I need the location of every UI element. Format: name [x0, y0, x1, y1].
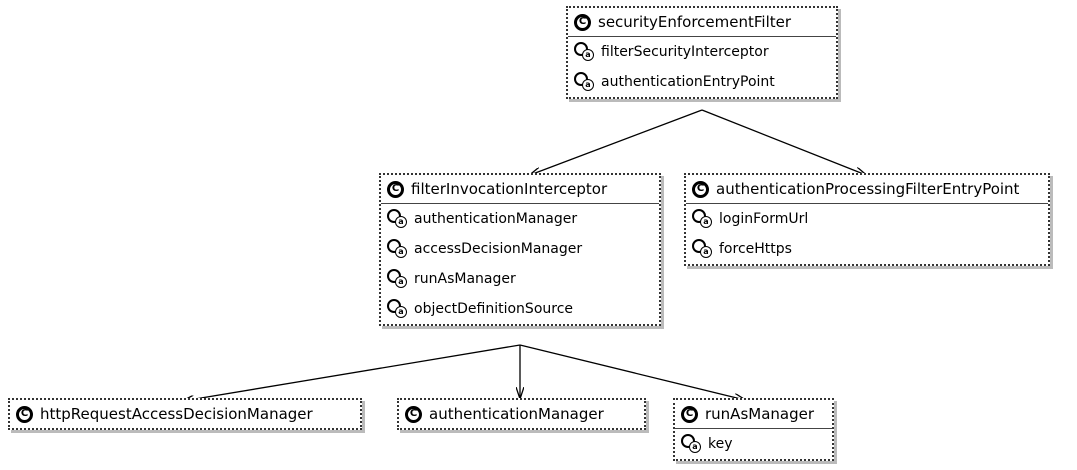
- property-row[interactable]: a key: [675, 429, 832, 459]
- class-icon: C: [405, 405, 422, 423]
- class-icon: C: [692, 180, 709, 198]
- edge-filterinvocation-to-httprequest: [183, 344, 521, 401]
- property-icon: a: [574, 42, 596, 62]
- node-title: httpRequestAccessDecisionManager: [40, 405, 313, 423]
- property-icon: a: [692, 209, 714, 229]
- property-icon: a: [387, 269, 409, 289]
- node-header: C filterInvocationInterceptor: [381, 175, 659, 204]
- class-icon: C: [681, 405, 698, 423]
- property-label: accessDecisionManager: [414, 241, 583, 257]
- property-row[interactable]: a loginFormUrl: [686, 204, 1048, 234]
- property-icon: a: [681, 434, 703, 454]
- property-label: authenticationEntryPoint: [601, 74, 775, 90]
- property-label: authenticationManager: [414, 211, 578, 227]
- property-label: loginFormUrl: [719, 211, 809, 227]
- node-title: securityEnforcementFilter: [598, 13, 792, 31]
- node-security-enforcement-filter[interactable]: C securityEnforcementFilter a filterSecu…: [566, 6, 838, 99]
- node-header: C authenticationManager: [399, 400, 644, 428]
- property-label: key: [708, 436, 733, 452]
- edge-filterinvocation-to-runasmanager: [519, 344, 745, 400]
- node-header: C httpRequestAccessDecisionManager: [10, 400, 360, 428]
- node-authentication-manager[interactable]: C authenticationManager: [397, 398, 646, 430]
- property-icon: a: [387, 299, 409, 319]
- node-authentication-processing-filter-entry-point[interactable]: C authenticationProcessingFilterEntryPoi…: [684, 173, 1050, 266]
- edge-security-to-filterinvocation: [530, 109, 703, 175]
- node-title: authenticationManager: [429, 405, 604, 423]
- class-icon: C: [574, 13, 591, 31]
- property-row[interactable]: a accessDecisionManager: [381, 234, 659, 264]
- property-row[interactable]: a authenticationEntryPoint: [568, 67, 836, 97]
- node-title: runAsManager: [705, 405, 815, 423]
- property-label: filterSecurityInterceptor: [601, 44, 769, 60]
- node-title: authenticationProcessingFilterEntryPoint: [716, 180, 1020, 198]
- property-row[interactable]: a filterSecurityInterceptor: [568, 37, 836, 67]
- class-icon: C: [387, 180, 404, 198]
- property-row[interactable]: a forceHttps: [686, 234, 1048, 264]
- property-icon: a: [387, 209, 409, 229]
- property-label: runAsManager: [414, 271, 516, 287]
- property-icon: a: [692, 239, 714, 259]
- node-filter-invocation-interceptor[interactable]: C filterInvocationInterceptor a authenti…: [379, 173, 661, 326]
- node-run-as-manager[interactable]: C runAsManager a key: [673, 398, 834, 461]
- node-title: filterInvocationInterceptor: [411, 180, 608, 198]
- property-label: objectDefinitionSource: [414, 301, 574, 317]
- class-icon: C: [16, 405, 33, 423]
- node-header: C runAsManager: [675, 400, 832, 429]
- property-row[interactable]: a objectDefinitionSource: [381, 294, 659, 324]
- node-http-request-access-decision-manager[interactable]: C httpRequestAccessDecisionManager: [8, 398, 362, 430]
- node-header: C authenticationProcessingFilterEntryPoi…: [686, 175, 1048, 204]
- property-label: forceHttps: [719, 241, 792, 257]
- property-row[interactable]: a runAsManager: [381, 264, 659, 294]
- property-icon: a: [574, 72, 596, 92]
- property-row[interactable]: a authenticationManager: [381, 204, 659, 234]
- node-header: C securityEnforcementFilter: [568, 8, 836, 37]
- property-icon: a: [387, 239, 409, 259]
- edge-security-to-authprocessing: [701, 109, 866, 175]
